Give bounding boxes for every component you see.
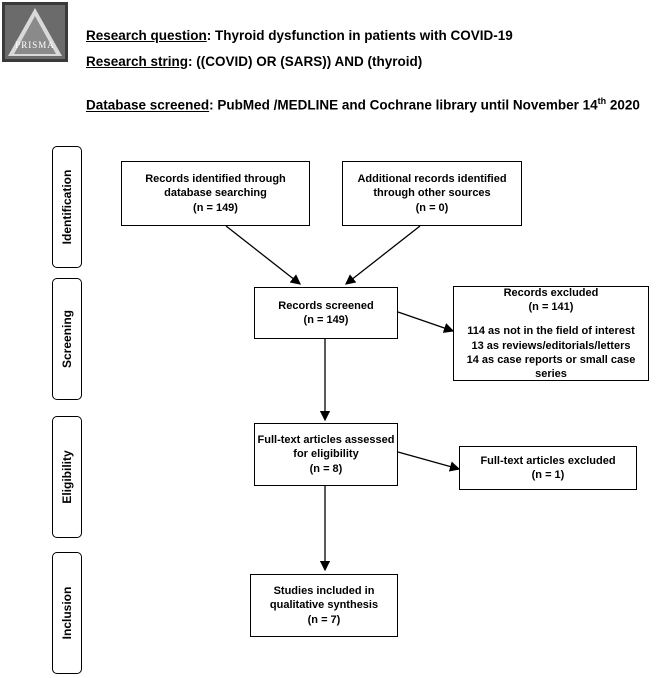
research-question-value: Thyroid dysfunction in patients with COV… xyxy=(215,28,513,43)
prisma-logo: PRISMA xyxy=(2,2,68,62)
stage-eligibility: Eligibility xyxy=(52,416,82,538)
database-screened-value: PubMed /MEDLINE and Cochrane library unt… xyxy=(217,97,598,113)
research-string-value: ((COVID) OR (SARS)) AND (thyroid) xyxy=(196,54,423,69)
research-question-label: Research question xyxy=(86,28,207,43)
svg-text:PRISMA: PRISMA xyxy=(15,40,55,50)
research-string-label: Research string xyxy=(86,54,189,69)
studies-included-box: Studies included in qualitative synthesi… xyxy=(250,574,398,637)
box-count: (n = 149) xyxy=(303,314,349,326)
box-line: Full-text articles assessed xyxy=(257,434,395,447)
box-count: (n = 0) xyxy=(415,201,449,214)
box-count: (n = 149) xyxy=(193,201,238,214)
exclusion-reason: 14 as case reports or small case series xyxy=(466,353,636,381)
box-count: (n = 8) xyxy=(309,462,343,475)
box-count: (n = 1) xyxy=(531,469,565,481)
exclusion-reason: 114 as not in the field of interest xyxy=(467,325,635,338)
records-db-search-box: Records identified through database sear… xyxy=(121,161,310,226)
box-line: database searching xyxy=(164,187,267,200)
records-screened-box: Records screened (n = 149) xyxy=(254,287,398,339)
fulltext-excluded-box: Full-text articles excluded (n = 1) xyxy=(459,446,637,490)
box-line: through other sources xyxy=(373,187,491,200)
box-line: Records excluded xyxy=(503,286,599,299)
box-line: qualitative synthesis xyxy=(269,599,379,612)
box-line: Studies included in xyxy=(273,585,375,598)
database-year: 2020 xyxy=(606,97,640,113)
research-question: Research question: Thyroid dysfunction i… xyxy=(86,28,513,43)
records-excluded-header: Records excluded (n = 141) xyxy=(504,286,599,315)
database-date-suffix: th xyxy=(597,96,607,106)
arrow-fulltext-to-excluded xyxy=(397,451,461,472)
box-line: Records identified through xyxy=(145,173,286,186)
box-line: Records screened xyxy=(278,299,374,312)
database-screened: Database screened: PubMed /MEDLINE and C… xyxy=(86,96,640,113)
stage-identification: Identification xyxy=(52,146,82,268)
box-line: for eligibility xyxy=(293,448,359,461)
records-excluded-box: Records excluded (n = 141) 114 as not in… xyxy=(453,286,649,381)
stage-screening: Screening xyxy=(52,278,82,400)
box-line: Additional records identified xyxy=(357,173,507,186)
arrow-other-to-screened xyxy=(344,225,421,285)
box-count: (n = 141) xyxy=(528,300,574,313)
fulltext-assessed-box: Full-text articles assessed for eligibil… xyxy=(254,423,398,486)
arrow-screened-to-excluded xyxy=(397,311,455,333)
arrow-db-to-screened xyxy=(225,225,302,285)
box-line: Full-text articles excluded xyxy=(480,454,616,467)
records-other-sources-box: Additional records identified through ot… xyxy=(342,161,522,226)
research-string: Research string: ((COVID) OR (SARS)) AND… xyxy=(86,54,423,69)
stage-inclusion: Inclusion xyxy=(52,552,82,674)
exclusion-reason: 13 as reviews/editorials/letters xyxy=(471,339,631,352)
box-count: (n = 7) xyxy=(307,613,341,626)
database-screened-label: Database screened xyxy=(86,97,210,113)
